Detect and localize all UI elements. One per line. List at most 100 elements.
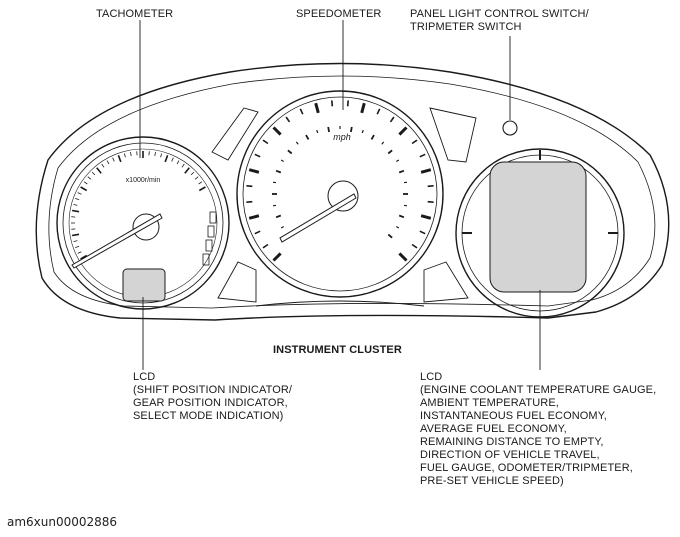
dial-tick — [87, 176, 92, 180]
dial-tick — [396, 225, 400, 229]
tachometer-needle — [71, 213, 163, 269]
dial-tick — [403, 181, 408, 184]
speedometer-label: SPEEDOMETER — [296, 8, 382, 20]
dial-tick — [124, 153, 126, 158]
lcd-multi-info-display — [489, 161, 587, 293]
dial-tick — [96, 167, 102, 174]
lcd-right-label-line: PRE-SET VEHICLE SPEED) — [420, 475, 564, 487]
panel-light-tripmeter-switch[interactable] — [502, 120, 518, 136]
dial-tick — [398, 252, 408, 262]
dial-tick — [398, 126, 408, 136]
dial-tick — [75, 198, 80, 201]
dial-tick — [387, 149, 393, 155]
dial-tick — [346, 100, 349, 107]
lcd-right-label-line: AMBIENT TEMPERATURE, — [420, 397, 559, 409]
speedometer-ticks — [246, 100, 434, 262]
dial-tick — [248, 214, 260, 220]
dial-tick — [71, 233, 80, 237]
bezel-shape-bottom-center — [255, 300, 425, 307]
dial-tick — [83, 181, 88, 185]
dial-tick — [77, 251, 82, 254]
dial-tick — [376, 108, 381, 115]
document-id: am6xun00002886 — [7, 515, 118, 529]
dial-tick — [381, 141, 385, 145]
dial-tick — [272, 252, 282, 262]
dial-tick — [285, 116, 291, 123]
dial-tick — [106, 160, 110, 165]
dial-tick — [411, 139, 418, 145]
dial-tick — [427, 200, 434, 203]
tachometer-dial: x1000r/min — [56, 136, 230, 310]
dial-tick — [427, 185, 434, 188]
dial-tick — [154, 152, 156, 157]
dial-tick — [112, 157, 115, 162]
dial-tick — [280, 225, 284, 229]
dial-tick — [262, 139, 269, 145]
bezel-shape-lower-right — [423, 261, 469, 303]
tachometer-label: TACHOMETER — [96, 8, 174, 20]
dial-tick — [80, 254, 88, 260]
leader-lines — [139, 20, 541, 370]
dial-tick — [370, 134, 375, 140]
speedometer-hub — [327, 180, 359, 212]
tachometer-unit-label: x1000r/min — [126, 177, 161, 184]
cluster-housing-outer — [35, 62, 670, 321]
lcd-right-label-line: LCD — [420, 371, 443, 383]
bezel-shape-upper-left — [211, 107, 259, 161]
bezel-shape-upper-right — [429, 107, 477, 163]
dial-tick — [361, 129, 364, 134]
dial-tick — [171, 157, 174, 162]
lcd-left-label-line: GEAR POSITION INDICATOR, — [133, 397, 288, 409]
panel-switch-label-line: PANEL LIGHT CONTROL SWITCH/ — [410, 8, 589, 20]
dial-tick — [299, 108, 304, 115]
lcd-right-label-line: FUEL GAUGE, ODOMETER/TRIPMETER, — [420, 462, 633, 474]
dial-tick — [350, 126, 353, 133]
dial-tick — [246, 200, 253, 203]
dial-tick — [184, 167, 190, 174]
dial-tick — [130, 152, 132, 157]
dial-tick — [420, 168, 432, 174]
dial-tick — [360, 102, 366, 114]
bezel-shape-lower-left — [217, 261, 257, 303]
dial-tick — [75, 245, 80, 248]
dial-tick — [327, 126, 330, 133]
instrument-cluster-label: INSTRUMENT CLUSTER — [273, 344, 402, 356]
dial-tick — [275, 169, 282, 174]
dial-tick — [272, 181, 277, 184]
dial-tick — [80, 186, 88, 192]
dial-tick — [387, 233, 393, 239]
dial-tick — [101, 163, 105, 168]
lcd-left-label-line: LCD — [133, 371, 156, 383]
dial-tick — [398, 214, 405, 219]
dial-tick — [160, 153, 162, 158]
dial-tick — [398, 169, 405, 174]
lcd-right-label: LCD (ENGINE COOLANT TEMPERATURE GAUGE, A… — [420, 371, 656, 488]
dial-tick — [190, 171, 195, 176]
dial-tick — [73, 204, 78, 206]
dial-tick — [77, 192, 82, 195]
dial-tick — [316, 129, 319, 134]
dial-tick — [287, 149, 293, 155]
dial-tick — [411, 243, 418, 249]
dial-tick — [419, 153, 426, 158]
dial-tick — [246, 185, 253, 188]
dial-tick — [280, 159, 284, 163]
lcd-left-label-line: (SHIFT POSITION INDICATOR/ — [133, 384, 293, 396]
lcd-shift-position-display — [122, 268, 166, 302]
dial-tick — [389, 116, 395, 123]
dial-tick — [396, 159, 400, 163]
dial-tick — [254, 230, 261, 235]
speedometer-unit-label: mph — [333, 132, 351, 142]
dial-tick — [275, 214, 282, 219]
dial-tick — [198, 186, 206, 192]
dial-tick — [295, 141, 299, 145]
dial-tick — [194, 176, 199, 180]
dial-tick — [254, 153, 261, 158]
dial-tick — [164, 155, 169, 163]
dial-tick — [71, 209, 80, 213]
dial-tick — [403, 204, 408, 207]
dial-tick — [272, 204, 277, 207]
lcd-left-label-line: SELECT MODE INDICATION) — [133, 410, 284, 422]
dial-tick — [73, 240, 78, 242]
